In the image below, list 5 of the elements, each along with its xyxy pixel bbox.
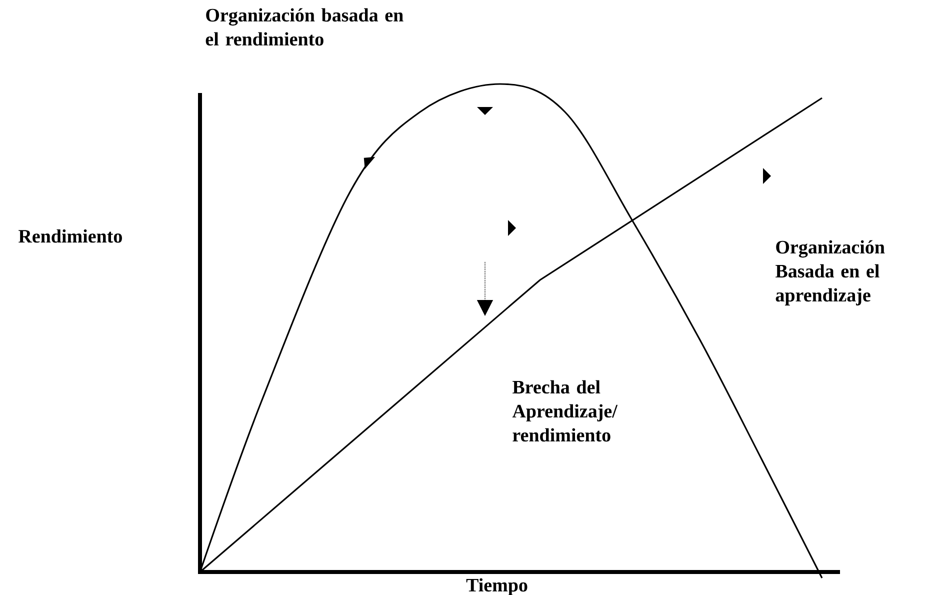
axis-label: Rendimiento bbox=[18, 229, 122, 243]
gap-label: Brecha del Aprendizaje/ rendimiento bbox=[512, 380, 618, 442]
curve-label: Organización Basada en el aprendizaje bbox=[776, 240, 885, 306]
curve-label: Organización basada en el rendimiento bbox=[206, 8, 404, 46]
axis-label: Tiempo bbox=[466, 578, 528, 595]
